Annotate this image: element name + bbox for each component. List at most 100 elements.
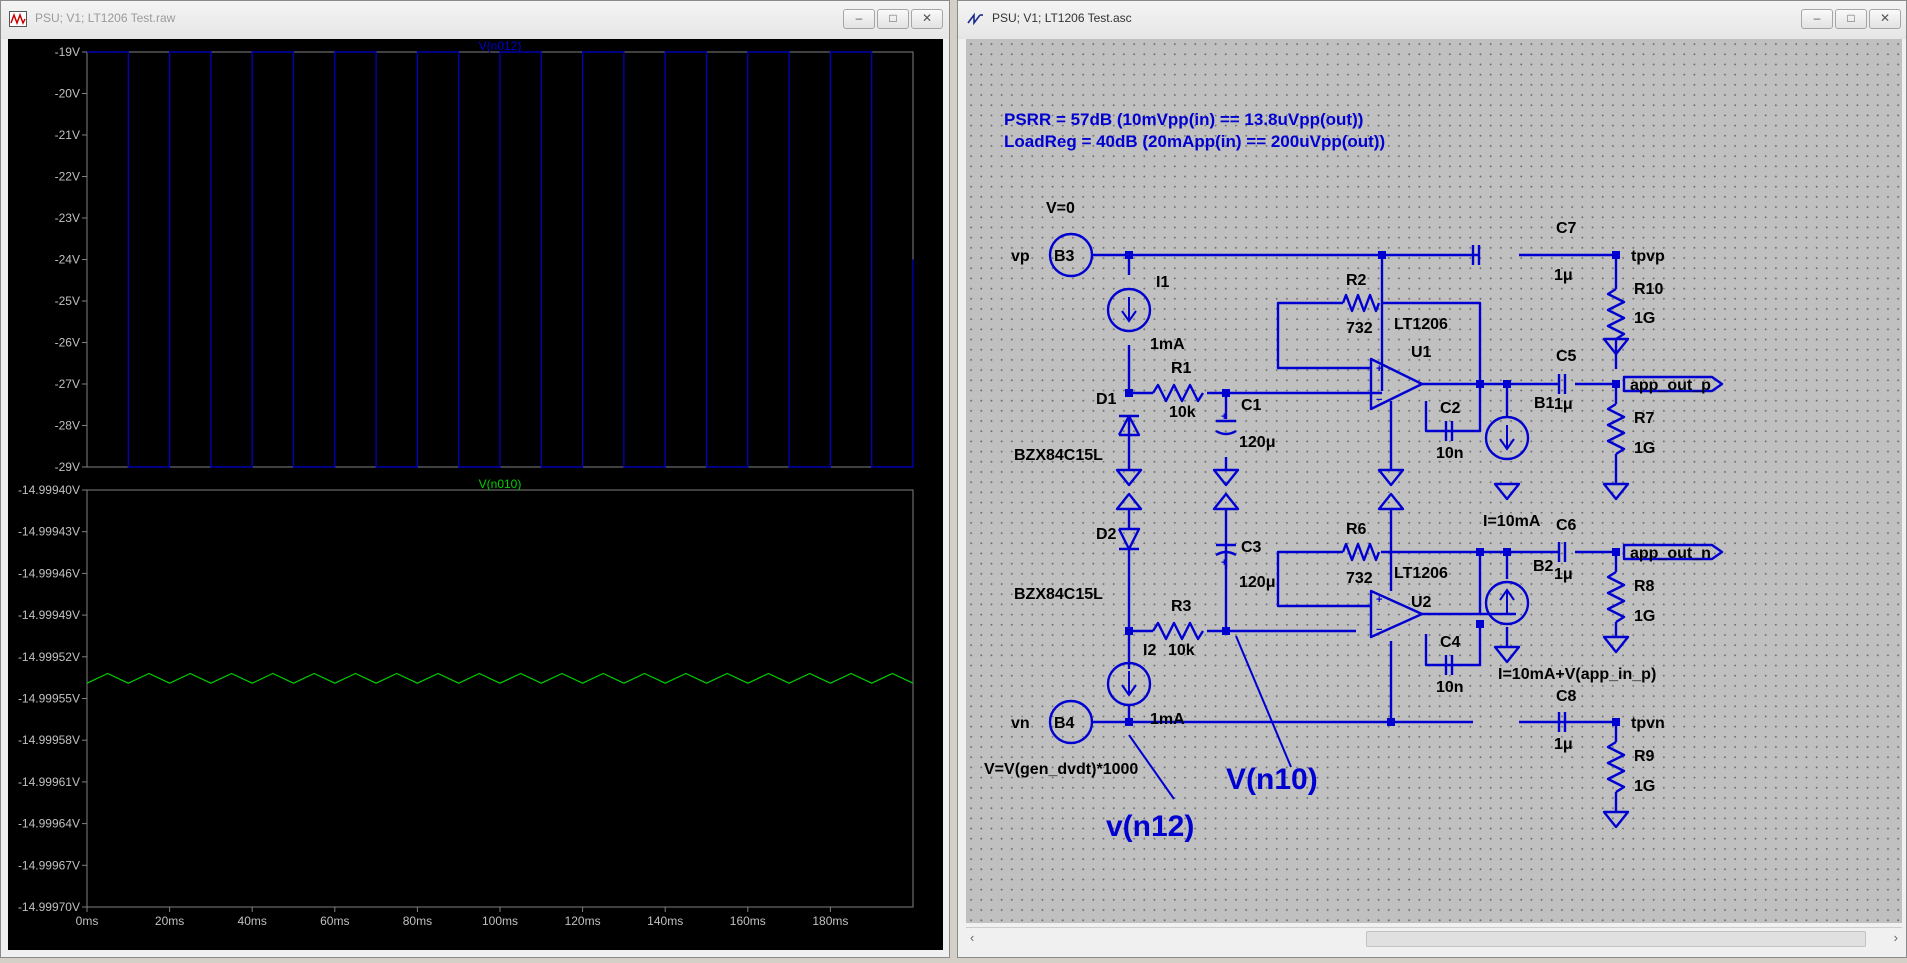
r7-value: 1G [1634, 440, 1655, 457]
maximize-icon: □ [889, 11, 897, 25]
y-tick-label: -14.99967V [18, 858, 80, 872]
scrollbar-thumb[interactable] [1366, 931, 1866, 947]
schematic-titlebar[interactable]: PSU; V1; LT1206 Test.asc – □ ✕ [958, 1, 1906, 39]
y-tick-label: -14.99964V [18, 817, 80, 831]
y-tick-label: -25V [55, 294, 80, 308]
x-tick-label: 100ms [482, 914, 518, 928]
r8-value: 1G [1634, 608, 1655, 625]
maximize-button[interactable]: □ [877, 9, 909, 29]
schematic-app-icon [967, 12, 983, 26]
waveform-titlebar[interactable]: PSU; V1; LT1206 Test.raw – □ ✕ [1, 1, 949, 39]
y-tick-label: -14.99961V [18, 775, 80, 789]
scroll-right-arrow-icon[interactable]: › [1893, 930, 1898, 945]
y-tick-label: -14.99946V [18, 566, 80, 580]
u2-name: U2 [1411, 594, 1432, 611]
waveform-plot-pane[interactable]: V(n012)-19V-20V-21V-22V-23V-24V-25V-26V-… [8, 39, 943, 950]
scroll-left-arrow-icon[interactable]: ‹ [970, 930, 975, 945]
svg-text:+: + [1221, 411, 1227, 423]
r9-name: R9 [1634, 748, 1655, 765]
minimize-button[interactable]: – [1801, 9, 1833, 29]
y-tick-label: -14.99952V [18, 650, 80, 664]
schematic-drawing[interactable]: +− +− ++ PSRR = 57dB (10mVpp(in) == 13.8… [966, 39, 1902, 923]
minimize-button[interactable]: – [843, 9, 875, 29]
y-tick-label: -21V [55, 128, 80, 142]
c6-value: 1μ [1554, 566, 1573, 583]
c5-name: C5 [1556, 348, 1577, 365]
trace-line [86, 672, 914, 684]
svg-text:+: + [1221, 557, 1227, 569]
x-tick-label: 60ms [320, 914, 349, 928]
close-button[interactable]: ✕ [1869, 9, 1901, 29]
r8-name: R8 [1634, 578, 1655, 595]
b3-name: B3 [1054, 248, 1075, 265]
trace-title: V(n010) [479, 477, 522, 491]
close-icon: ✕ [921, 11, 933, 25]
maximize-button[interactable]: □ [1835, 9, 1867, 29]
r7-name: R7 [1634, 410, 1655, 427]
u1-value: LT1206 [1394, 316, 1448, 333]
probe-label-n12: v(n12) [1106, 810, 1194, 843]
d2-value: BZX84C15L [1014, 586, 1103, 603]
y-tick-label: -14.99940V [18, 483, 80, 497]
r10-name: R10 [1634, 281, 1663, 298]
c5-value: 1μ [1554, 396, 1573, 413]
waveform-window: PSU; V1; LT1206 Test.raw – □ ✕ V(n012) -1… [0, 0, 950, 958]
b4-value: V=V(gen_dvdt)*1000 [984, 761, 1138, 778]
i2-name: I2 [1143, 642, 1156, 659]
close-button[interactable]: ✕ [911, 9, 943, 29]
x-tick-label: 160ms [730, 914, 766, 928]
maximize-icon: □ [1847, 11, 1855, 25]
c3-value: 120μ [1239, 574, 1275, 591]
c4-name: C4 [1440, 634, 1461, 651]
close-icon: ✕ [1879, 11, 1891, 25]
waveform-window-title: PSU; V1; LT1206 Test.raw [35, 11, 176, 25]
r2-value: 732 [1346, 320, 1373, 337]
schematic-horizontal-scrollbar[interactable]: ‹ › [966, 927, 1902, 950]
r3-name: R3 [1171, 598, 1192, 615]
r6-name: R6 [1346, 521, 1367, 538]
b3-value: V=0 [1046, 200, 1075, 217]
y-tick-label: -29V [55, 460, 80, 474]
c6-name: C6 [1556, 517, 1577, 534]
trace-title: V(n012) [479, 39, 522, 53]
x-tick-label: 80ms [403, 914, 432, 928]
c2-value: 10n [1436, 445, 1464, 462]
x-tick-label: 180ms [812, 914, 848, 928]
waveform-plots[interactable]: V(n012)-19V-20V-21V-22V-23V-24V-25V-26V-… [8, 39, 943, 950]
r2-name: R2 [1346, 272, 1367, 289]
schematic-window: PSU; V1; LT1206 Test.asc – □ ✕ [957, 0, 1907, 958]
c1-value: 120μ [1239, 434, 1275, 451]
b4-name: B4 [1054, 715, 1075, 732]
x-tick-label: 0ms [76, 914, 99, 928]
d1-name: D1 [1096, 391, 1117, 408]
x-tick-label: 140ms [647, 914, 683, 928]
r10-value: 1G [1634, 310, 1655, 327]
net-app-out-n: app_out_n [1630, 545, 1711, 562]
svg-text:+: + [1376, 594, 1382, 606]
minimize-icon: – [1813, 11, 1821, 25]
schematic-canvas[interactable]: +− +− ++ PSRR = 57dB (10mVpp(in) == 13.8… [966, 39, 1902, 923]
svg-text:+: + [1376, 363, 1382, 375]
d2-name: D2 [1096, 526, 1117, 543]
net-tpvn: tpvn [1631, 715, 1665, 732]
y-tick-label: -20V [55, 87, 80, 101]
net-tpvp: tpvp [1631, 248, 1665, 265]
svg-text:−: − [1376, 394, 1382, 406]
b2-name: B2 [1533, 558, 1554, 575]
psrr-note: PSRR = 57dB (10mVpp(in) == 13.8uVpp(out)… [1004, 110, 1363, 129]
net-vn: vn [1011, 715, 1030, 732]
c3-name: C3 [1241, 539, 1262, 556]
y-tick-label: -19V [55, 45, 80, 59]
r1-name: R1 [1171, 360, 1192, 377]
y-tick-label: -14.99958V [18, 733, 80, 747]
c8-value: 1μ [1554, 736, 1573, 753]
r3-value: 10k [1168, 642, 1195, 659]
trace-line [87, 51, 914, 468]
c2-name: C2 [1440, 400, 1461, 417]
i1-name: I1 [1156, 274, 1169, 291]
r6-value: 732 [1346, 570, 1373, 587]
schematic-window-title: PSU; V1; LT1206 Test.asc [992, 11, 1132, 25]
loadreg-note: LoadReg = 40dB (20mApp(in) == 200uVpp(ou… [1004, 132, 1385, 151]
y-tick-label: -14.99970V [18, 900, 80, 914]
plot-frame [86, 489, 914, 908]
